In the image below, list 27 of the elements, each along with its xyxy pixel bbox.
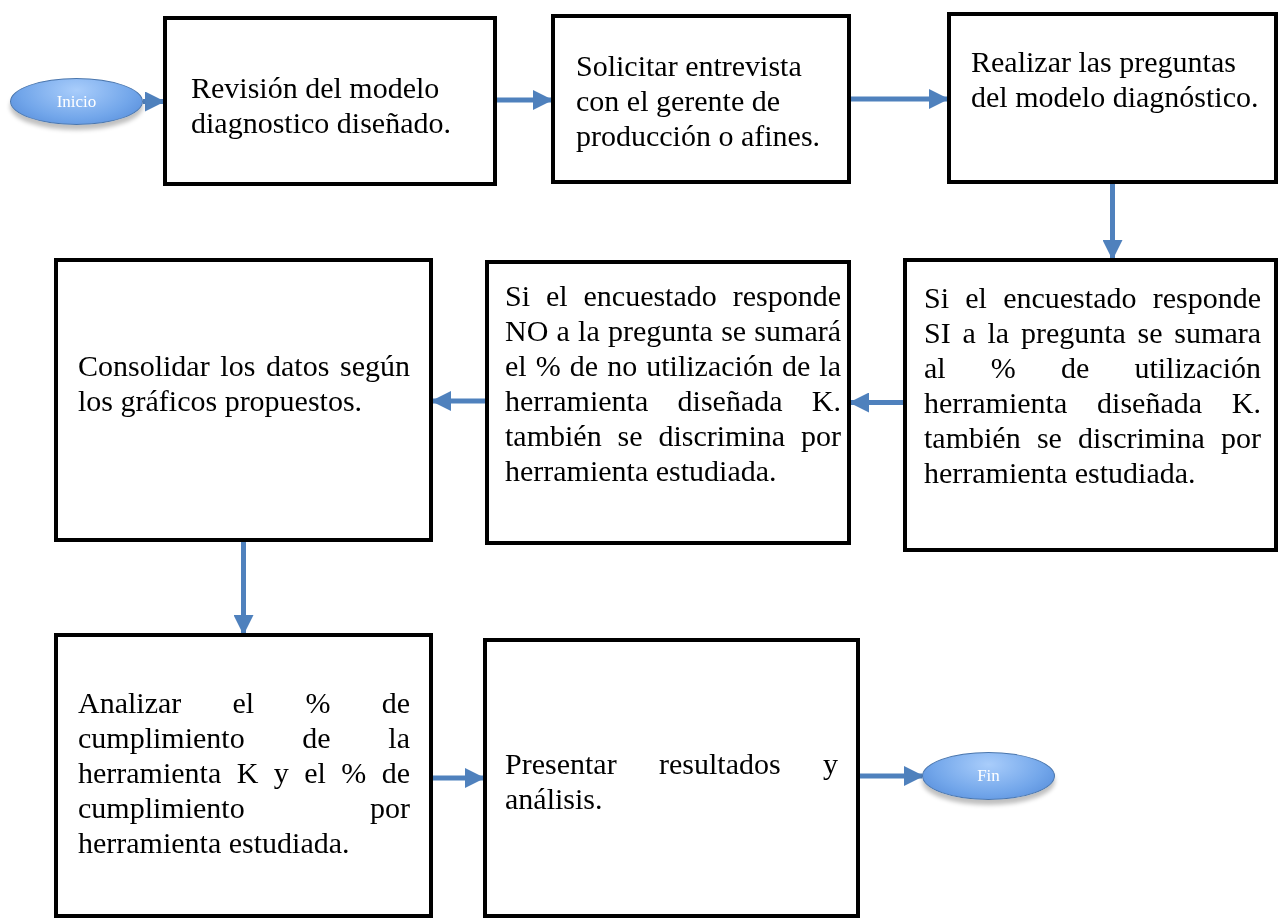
arrow	[860, 766, 924, 786]
step-text: Revisión del modelo diagnostico diseñado.	[191, 70, 452, 140]
process-box	[485, 260, 851, 545]
process-box	[551, 14, 851, 184]
arrow	[1102, 184, 1123, 260]
terminal-label: Inicio	[56, 91, 97, 112]
step-text: Si el encuestado responde NO a la pregunta se sumará el % de no utilización de la herramienta diseñada K. también se discrimina por herramienta estudiada.	[505, 278, 841, 488]
arrow	[851, 89, 949, 109]
arrow	[433, 768, 485, 788]
step-text: Consolidar los datos según los gráficos propuestos.	[78, 348, 410, 418]
step-text: Solicitar entrevista con el gerente de producción o afines.	[576, 48, 822, 153]
step-text: Si el encuestado responde SI a la pregunta se sumara al % de utilización herramienta diseñada K. también se discrimina por herramienta estudiada.	[924, 280, 1261, 490]
process-box	[163, 16, 497, 186]
process-box	[947, 12, 1278, 184]
process-box	[483, 638, 860, 918]
step-text: Analizar el % de cumplimiento de la herramienta K y el % de cumplimiento por herramienta estudiada.	[78, 685, 410, 860]
terminal-ellipse	[922, 752, 1055, 800]
step-text: Realizar las preguntas del modelo diagnóstico.	[971, 44, 1260, 114]
arrow	[143, 91, 165, 112]
arrow	[497, 90, 553, 110]
process-box	[54, 258, 433, 542]
process-box	[903, 258, 1278, 552]
process-box	[54, 633, 433, 918]
terminal-ellipse	[10, 78, 143, 125]
step-text: Presentar resultados y análisis.	[505, 746, 838, 816]
arrow	[233, 542, 254, 635]
terminal-label: Fin	[977, 766, 1000, 786]
